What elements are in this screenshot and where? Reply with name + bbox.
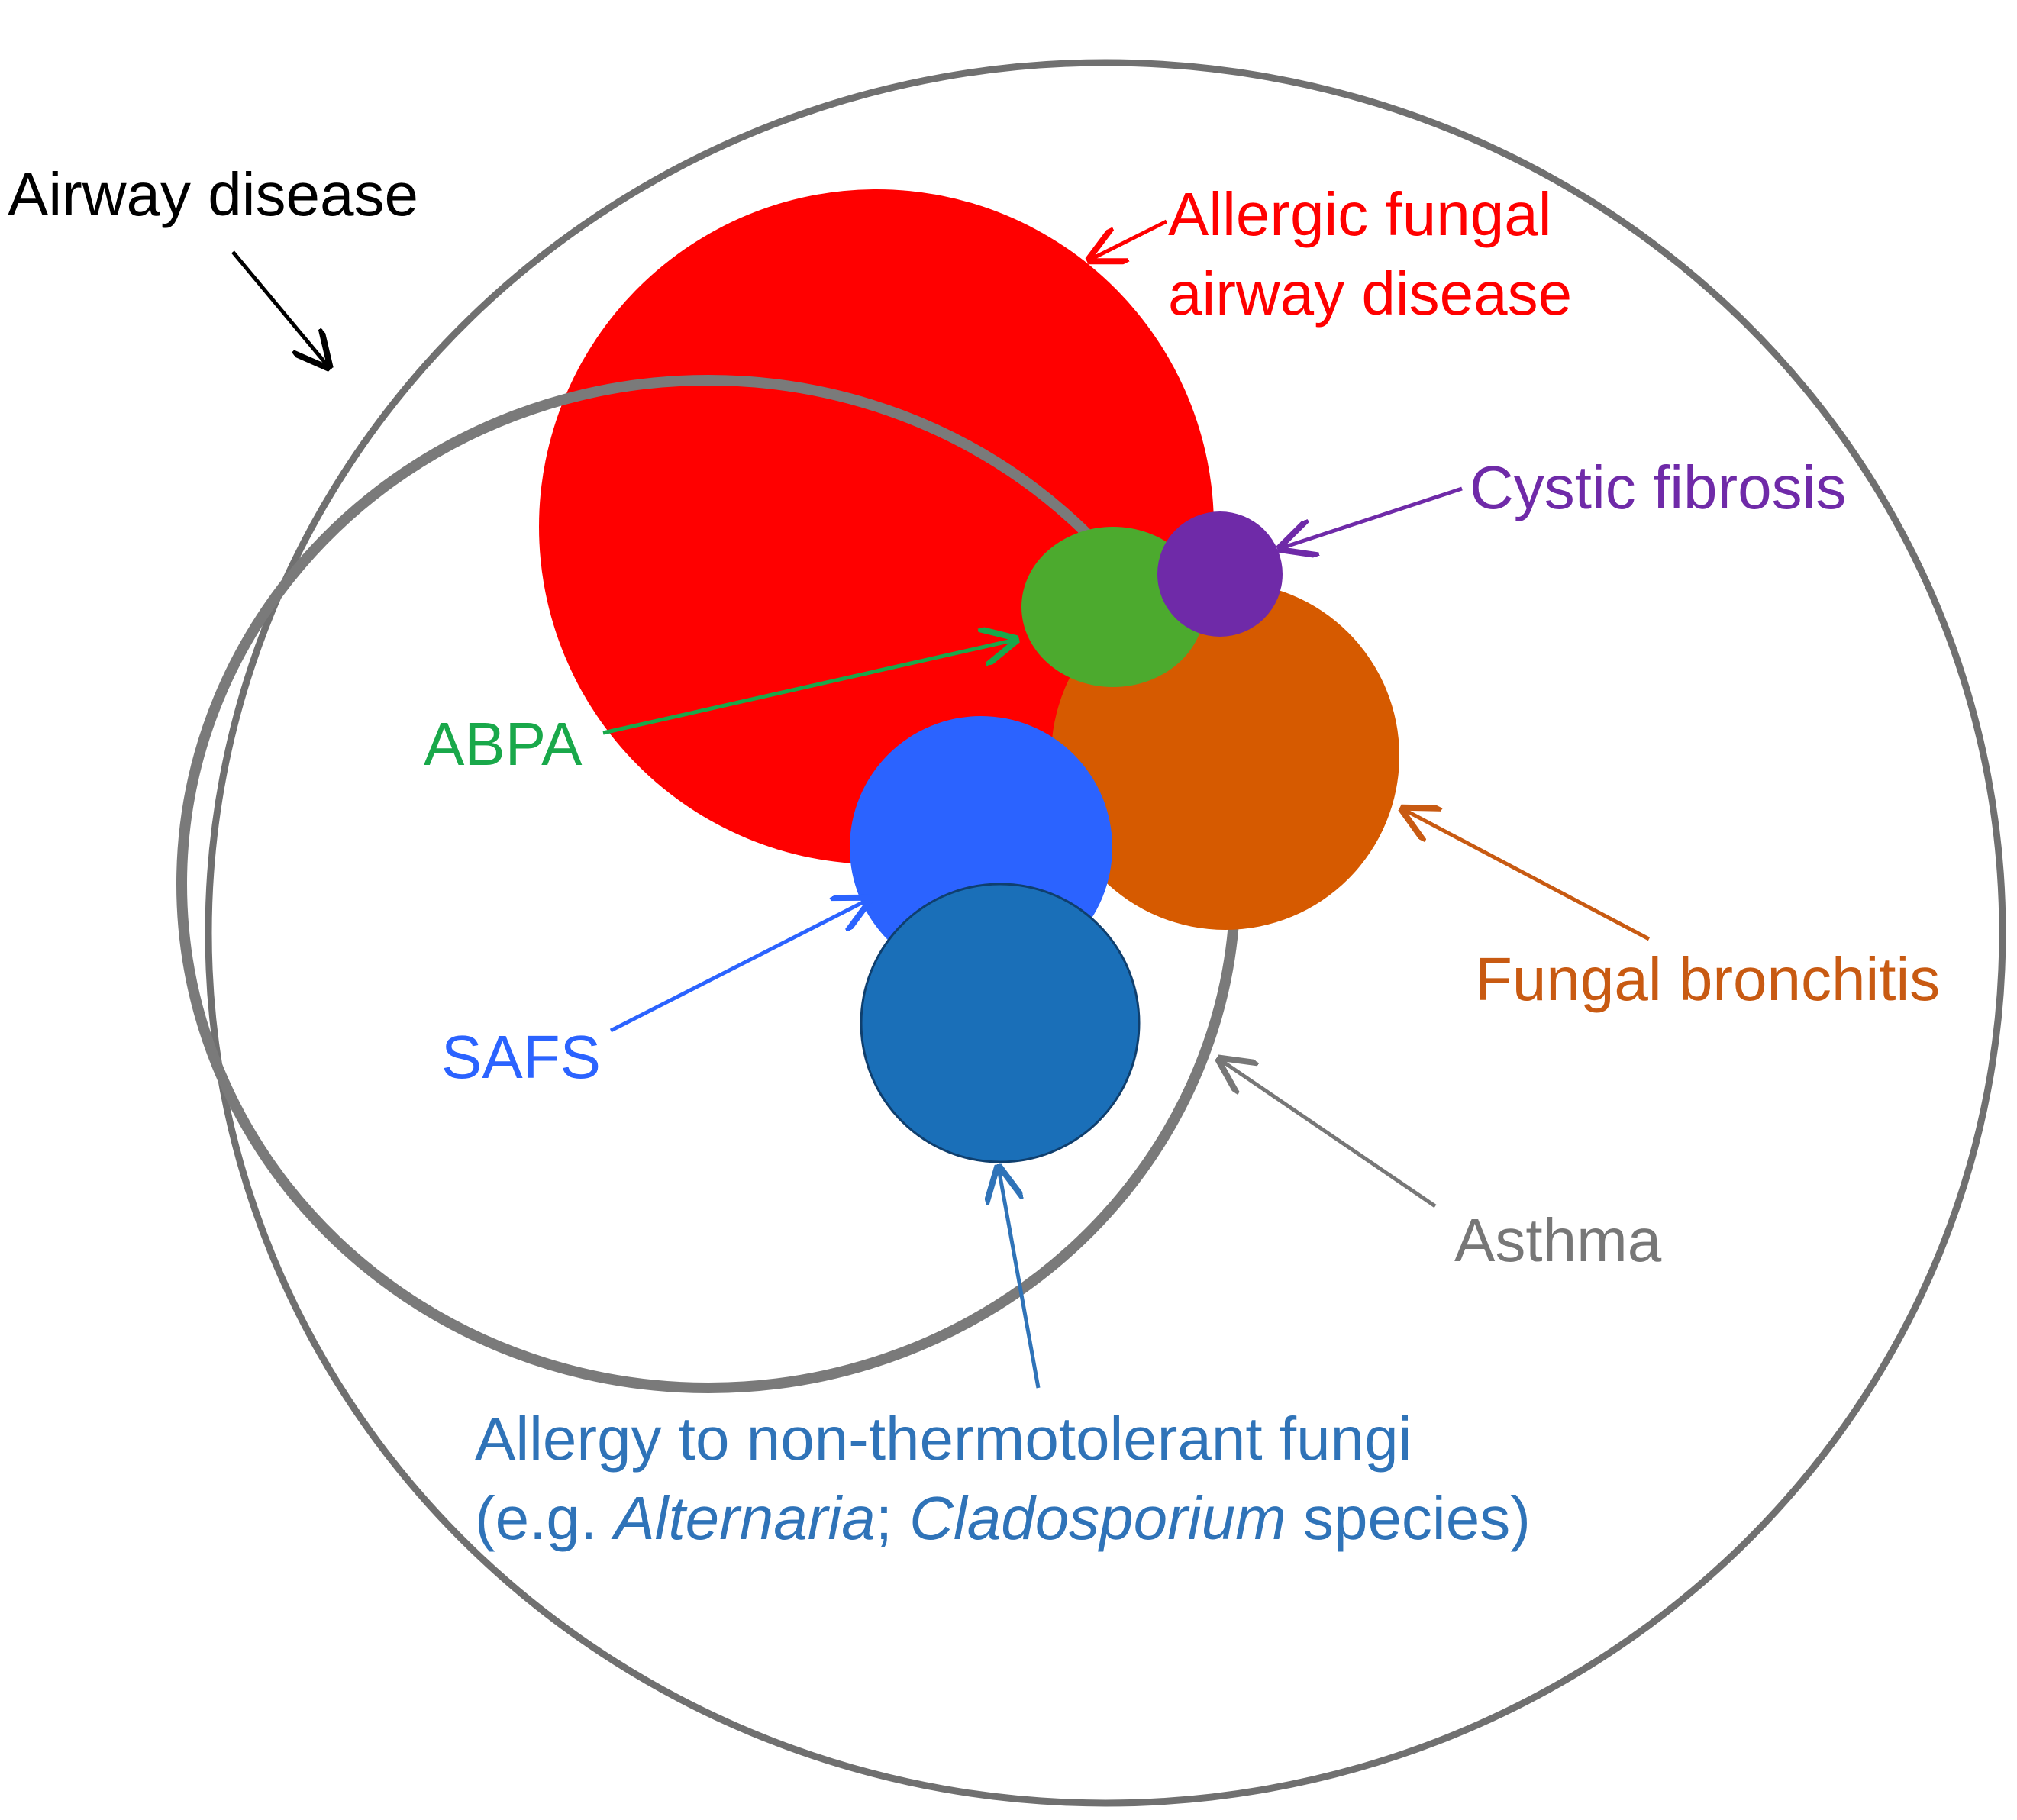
airway-disease-circle xyxy=(205,59,2006,1807)
airway-disease-arrow xyxy=(231,250,328,366)
afad-label-line1: Allergic fungal xyxy=(1168,180,1552,248)
cystic-fibrosis-circle xyxy=(1157,511,1283,637)
afad-arrow xyxy=(1090,219,1168,260)
abpa-label: ABPA xyxy=(424,710,583,778)
asthma-arrow xyxy=(1220,1060,1437,1208)
airway-disease-label: Airway disease xyxy=(8,160,418,228)
fungal-bronchitis-label: Fungal bronchitis xyxy=(1475,945,1940,1013)
allergy-alternaria: Alternaria xyxy=(611,1484,875,1552)
allergy-separator: ; xyxy=(876,1484,909,1552)
afad-label-line2: airway disease xyxy=(1168,260,1572,328)
fungal-bronchitis-arrow xyxy=(1403,809,1651,941)
asthma-label: Asthma xyxy=(1454,1206,1662,1274)
allergy-eg-prefix: (e.g. xyxy=(475,1484,614,1552)
allergy-ntf-label-line1: Allergy to non-thermotolerant fungi xyxy=(475,1405,1412,1473)
safs-label: SAFS xyxy=(441,1023,601,1091)
allergy-ntf-circle xyxy=(860,883,1141,1163)
allergy-species-suffix: species) xyxy=(1286,1484,1531,1552)
allergy-ntf-label-line2: (e.g. Alternaria; Cladosporium species) xyxy=(475,1484,1531,1552)
afad-circle xyxy=(539,189,1214,864)
cystic-fibrosis-arrow xyxy=(1281,486,1463,548)
allergy-cladosporium: Cladosporium xyxy=(909,1484,1286,1552)
abpa-arrow xyxy=(602,640,1015,735)
allergy-ntf-arrow xyxy=(999,1168,1041,1389)
cystic-fibrosis-label: Cystic fibrosis xyxy=(1470,453,1846,521)
safs-arrow xyxy=(609,899,869,1033)
